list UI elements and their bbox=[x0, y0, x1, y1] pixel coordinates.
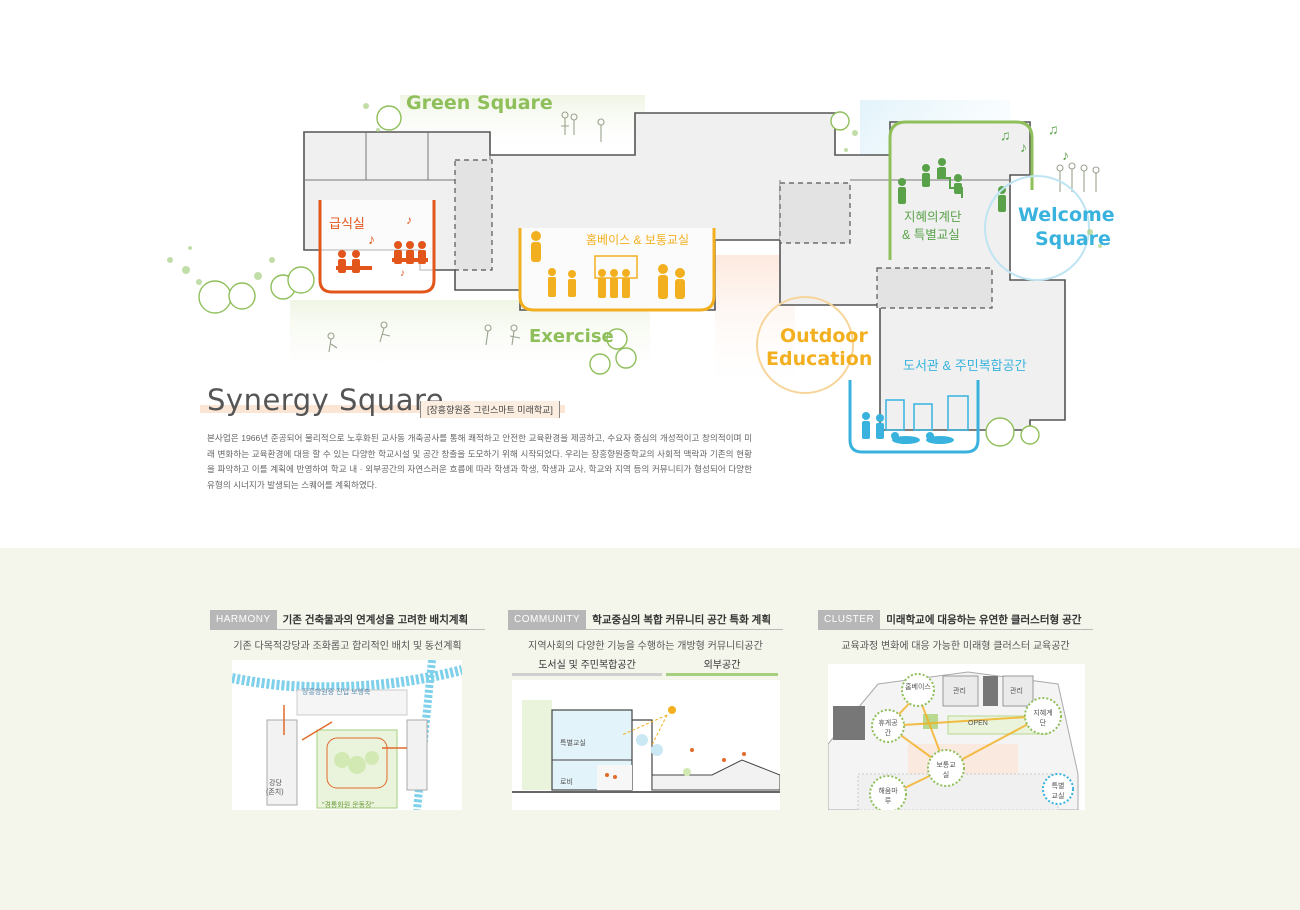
wisdom-label-line1: 지혜의계단 bbox=[904, 210, 962, 224]
cafeteria-label: 급식실 bbox=[329, 216, 365, 231]
music-notes: ♫♪♫♪ bbox=[1000, 121, 1069, 163]
homebase-people bbox=[531, 231, 685, 299]
community-legend-right: 외부공간 bbox=[666, 656, 778, 676]
library-label: 도서관 & 주민복합공간 bbox=[903, 358, 1027, 373]
library-zone-frame bbox=[848, 380, 980, 454]
harmony-road-label: 장흥향원중 진입 보행축 bbox=[302, 689, 371, 696]
harmony-hall-label: 강당 bbox=[269, 780, 282, 787]
page-title: Synergy Square bbox=[207, 383, 445, 417]
harmony-diagram: 장흥향원중 진입 보행축 강당 (존치) "경통화원 운동장" bbox=[232, 660, 462, 810]
harmony-heading: 기존 건축물과의 연계성을 고려한 배치계획 bbox=[282, 614, 469, 626]
cluster-homebase-label: 홈베이스 bbox=[905, 684, 931, 691]
cluster-admin2-label: 관리 bbox=[1010, 688, 1023, 695]
green-square-people bbox=[561, 111, 605, 142]
cluster-wisdom-label: 지혜계단 bbox=[1033, 710, 1053, 727]
synergy-diagram: ♪ ♪ ♪ ♫♪♫♪ bbox=[167, 95, 1102, 454]
trees bbox=[198, 105, 1040, 447]
exercise-label: Exercise bbox=[529, 326, 614, 347]
void-boxes bbox=[454, 159, 993, 309]
cluster-rest-label: 휴게공간 bbox=[878, 720, 898, 737]
cluster-open-label: OPEN bbox=[968, 720, 988, 727]
cluster-tag: CLUSTER bbox=[818, 609, 881, 630]
welcome-people bbox=[1056, 162, 1100, 192]
cluster-diagram: 홈베이스 관리 관리 휴게공간 OPEN 지혜계단 보통교실 해움마루 특별교실 bbox=[828, 664, 1085, 810]
outdoor-label-line2: Education bbox=[766, 348, 873, 370]
wisdom-people bbox=[898, 158, 1006, 212]
cluster-heading: 미래학교에 대응하는 유연한 클러스터형 공간 bbox=[886, 614, 1082, 626]
svg-text:♫: ♫ bbox=[1000, 127, 1011, 143]
exercise-people bbox=[327, 321, 521, 353]
page-subtitle: [장흥향원중 그린스마트 미래학교] bbox=[420, 401, 560, 418]
community-lobby-label: 로비 bbox=[560, 779, 573, 786]
svg-text:♪: ♪ bbox=[1020, 139, 1027, 155]
project-description: 본사업은 1966년 준공되어 물리적으로 노후화된 교사동 개축공사를 통해 … bbox=[207, 433, 752, 490]
svg-text:♫: ♫ bbox=[1048, 121, 1059, 137]
welcome-label-line1: Welcome bbox=[1018, 204, 1115, 226]
wisdom-zone-frame bbox=[888, 120, 1034, 260]
harmony-header: HARMONY 기존 건축물과의 연계성을 고려한 배치계획 bbox=[210, 609, 485, 630]
community-subtitle: 지역사회의 다양한 기능을 수행하는 개방형 커뮤니티공간 bbox=[528, 641, 763, 652]
cluster-admin1-label: 관리 bbox=[953, 688, 966, 695]
wisdom-label-line2: & 특별교실 bbox=[902, 228, 960, 242]
community-special-label: 특별교실 bbox=[560, 740, 586, 747]
library-people bbox=[862, 395, 969, 444]
harmony-hall-label-2: (존치) bbox=[266, 789, 284, 796]
svg-text:♪: ♪ bbox=[1062, 147, 1069, 163]
harmony-tag: HARMONY bbox=[210, 609, 277, 630]
community-tag: COMMUNITY bbox=[508, 609, 587, 630]
cluster-subtitle: 교육과정 변화에 대응 가능한 미래형 클러스터 교육공간 bbox=[841, 641, 1070, 652]
harmony-field-label: "경통화원 운동장" bbox=[322, 802, 374, 809]
community-diagram: 특별교실 로비 bbox=[512, 680, 780, 810]
outdoor-ring bbox=[756, 296, 854, 394]
cluster-special-label: 특별교실 bbox=[1051, 783, 1065, 800]
cluster-header: CLUSTER 미래학교에 대응하는 유연한 클러스터형 공간 bbox=[818, 609, 1093, 630]
community-heading: 학교중심의 복합 커뮤니티 공간 특화 계획 bbox=[592, 614, 771, 626]
welcome-ring bbox=[984, 175, 1090, 281]
community-header: COMMUNITY 학교중심의 복합 커뮤니티 공간 특화 계획 bbox=[508, 609, 783, 630]
svg-text:♪: ♪ bbox=[400, 268, 405, 279]
outdoor-label-line1: Outdoor bbox=[780, 325, 868, 347]
title-underline bbox=[200, 405, 565, 413]
green-square-label: Green Square bbox=[406, 92, 553, 114]
svg-text:♪: ♪ bbox=[406, 213, 412, 227]
svg-text:♪: ♪ bbox=[368, 231, 375, 247]
welcome-label-line2: Square bbox=[1035, 228, 1111, 250]
cafeteria-people: ♪ ♪ ♪ bbox=[336, 213, 428, 279]
homebase-label: 홈베이스 & 보통교실 bbox=[586, 233, 689, 247]
cluster-normal-label: 보통교실 bbox=[936, 762, 956, 779]
cluster-maru-label: 해움마루 bbox=[878, 788, 898, 805]
dots bbox=[167, 103, 1102, 285]
harmony-subtitle: 기존 다목적강당과 조화롭고 합리적인 배치 및 동선계획 bbox=[233, 641, 462, 652]
community-legend-left: 도서실 및 주민복합공간 bbox=[512, 656, 662, 676]
